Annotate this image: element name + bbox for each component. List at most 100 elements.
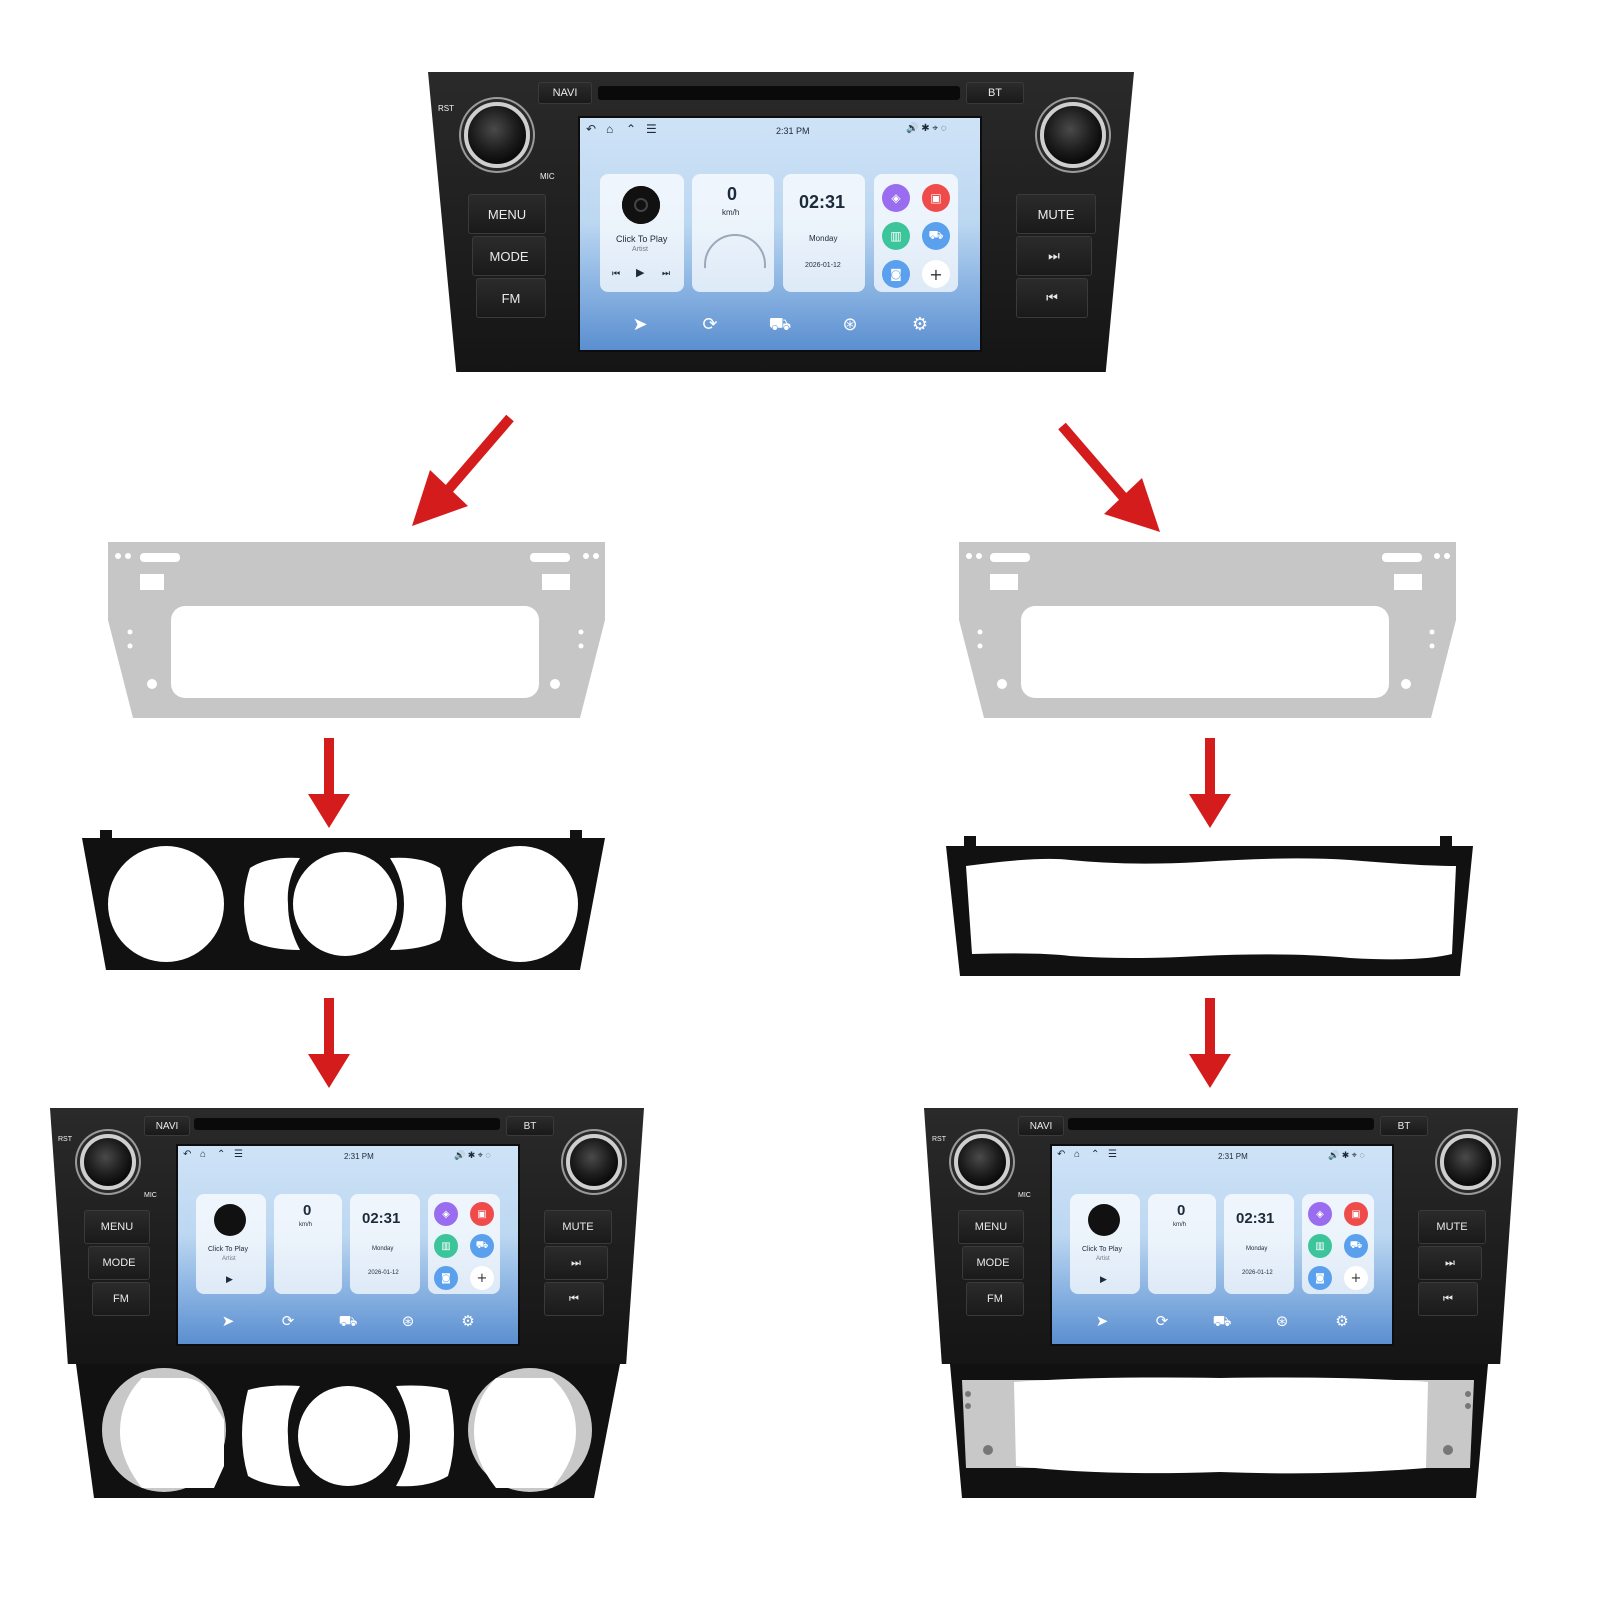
navigation-icon[interactable]: ➤ (1095, 1312, 1109, 1330)
back-icon[interactable]: ↶ (1057, 1149, 1066, 1160)
clock-time: 02:31 (1236, 1210, 1275, 1227)
menu-button[interactable]: MENU (468, 194, 546, 234)
gallery-icon[interactable]: ◈ (434, 1202, 458, 1226)
arrow-diagonal-right (1058, 422, 1160, 532)
wheel-icon[interactable]: ⊛ (842, 314, 858, 335)
carplay-icon[interactable]: ⛟ (338, 1312, 358, 1330)
settings-icon[interactable]: ⚙ (1335, 1312, 1349, 1330)
play-icon[interactable]: ▶ (636, 267, 645, 279)
speed-card: 0 km/h (692, 174, 774, 292)
equalizer-icon[interactable]: ▥ (434, 1234, 458, 1258)
bt-button[interactable]: BT (1380, 1116, 1428, 1136)
bt-button[interactable]: BT (966, 82, 1024, 104)
next-icon[interactable]: ⏭ (662, 268, 671, 278)
music-card[interactable]: Click To Play Artist ⏮ ▶ ⏭ (600, 174, 684, 292)
back-icon[interactable]: ↶ (586, 122, 597, 136)
fm-button[interactable]: FM (476, 278, 546, 318)
menu-icon[interactable]: ☰ (1108, 1149, 1117, 1160)
climate-frame-manual (82, 830, 605, 970)
up-icon[interactable]: ⌃ (217, 1149, 226, 1160)
car-icon[interactable]: ⛟ (1344, 1234, 1368, 1258)
volume-knob[interactable] (954, 1134, 1010, 1190)
car-icon[interactable]: ⛟ (922, 222, 950, 250)
menu-icon[interactable]: ☰ (646, 122, 657, 136)
navi-button[interactable]: NAVI (1018, 1116, 1064, 1136)
video-icon[interactable]: ▣ (922, 184, 950, 212)
back-icon[interactable]: ↶ (183, 1149, 192, 1160)
camera-icon[interactable]: ◙ (434, 1266, 458, 1290)
equalizer-icon[interactable]: ▥ (882, 222, 910, 250)
music-artist: Artist (1096, 1256, 1110, 1262)
video-icon[interactable]: ▣ (470, 1202, 494, 1226)
wheel-icon[interactable]: ⊛ (401, 1312, 415, 1330)
menu-button[interactable]: MENU (84, 1210, 150, 1244)
settings-icon[interactable]: ⚙ (911, 314, 929, 335)
up-icon[interactable]: ⌃ (1091, 1149, 1100, 1160)
mute-button[interactable]: MUTE (1016, 194, 1096, 234)
home-icon[interactable]: ⌂ (1074, 1149, 1081, 1160)
add-icon[interactable]: + (922, 260, 950, 288)
next-track-button[interactable]: ⏭ (544, 1246, 608, 1280)
gallery-icon[interactable]: ◈ (882, 184, 910, 212)
music-card[interactable]: Click To Play Artist ▶ (196, 1194, 266, 1294)
music-card[interactable]: Click To Play Artist ▶ (1070, 1194, 1140, 1294)
prev-track-button[interactable]: ⏮ (1016, 278, 1088, 318)
next-track-button[interactable]: ⏭ (1418, 1246, 1482, 1280)
carplay-icon[interactable]: ⛟ (768, 314, 792, 335)
speed-card: 0 km/h (1148, 1194, 1216, 1294)
rst-label: RST (932, 1136, 946, 1143)
prev-icon[interactable]: ⏮ (612, 268, 621, 278)
next-track-button[interactable]: ⏭ (1016, 236, 1092, 276)
screen[interactable]: ↶ ⌂ ⌃ ☰ 2:31 PM 🔊 ✱ ⌖ ◌ Click To Play Ar… (1050, 1144, 1394, 1346)
add-icon[interactable]: + (470, 1266, 494, 1290)
navi-button[interactable]: NAVI (538, 82, 592, 104)
speed-unit: km/h (299, 1222, 313, 1228)
play-circle-icon[interactable]: ⟳ (702, 314, 718, 335)
fm-button[interactable]: FM (966, 1282, 1024, 1316)
play-icon[interactable]: ▶ (1100, 1274, 1107, 1284)
clock-card: 02:31 Monday 2026-01-12 (783, 174, 865, 292)
screen[interactable]: ↶ ⌂ ⌃ ☰ 2:31 PM 🔊 ✱ ⌖ ◌ Click To Play Ar… (578, 116, 982, 352)
navigation-icon[interactable]: ➤ (632, 314, 648, 335)
bt-button[interactable]: BT (506, 1116, 554, 1136)
carplay-icon[interactable]: ⛟ (1212, 1312, 1232, 1330)
prev-track-button[interactable]: ⏮ (544, 1282, 604, 1316)
settings-icon[interactable]: ⚙ (461, 1312, 475, 1330)
play-icon[interactable]: ▶ (226, 1274, 233, 1284)
screen[interactable]: ↶ ⌂ ⌃ ☰ 2:31 PM 🔊 ✱ ⌖ ◌ Click To Play Ar… (176, 1144, 520, 1346)
apps-card: ◈ ▣ ▥ ⛟ ◙ + (428, 1194, 500, 1294)
status-icons: 🔊 ✱ ⌖ ◌ (454, 1150, 491, 1160)
home-icon[interactable]: ⌂ (200, 1149, 207, 1160)
wheel-icon[interactable]: ⊛ (1275, 1312, 1289, 1330)
mode-button[interactable]: MODE (88, 1246, 150, 1280)
mute-button[interactable]: MUTE (544, 1210, 612, 1244)
gallery-icon[interactable]: ◈ (1308, 1202, 1332, 1226)
play-circle-icon[interactable]: ⟳ (1155, 1312, 1169, 1330)
volume-knob[interactable] (464, 102, 530, 168)
status-time: 2:31 PM (1218, 1152, 1248, 1161)
vinyl-icon (214, 1204, 246, 1236)
camera-icon[interactable]: ◙ (1308, 1266, 1332, 1290)
tune-knob[interactable] (1440, 1134, 1496, 1190)
navigation-icon[interactable]: ➤ (221, 1312, 235, 1330)
menu-button[interactable]: MENU (958, 1210, 1024, 1244)
prev-track-button[interactable]: ⏮ (1418, 1282, 1478, 1316)
arrow-down-right-2 (1189, 998, 1231, 1088)
mode-button[interactable]: MODE (962, 1246, 1024, 1280)
up-icon[interactable]: ⌃ (626, 122, 637, 136)
mute-button[interactable]: MUTE (1418, 1210, 1486, 1244)
tune-knob[interactable] (1040, 102, 1106, 168)
navi-button[interactable]: NAVI (144, 1116, 190, 1136)
camera-icon[interactable]: ◙ (882, 260, 910, 288)
car-icon[interactable]: ⛟ (470, 1234, 494, 1258)
add-icon[interactable]: + (1344, 1266, 1368, 1290)
mode-button[interactable]: MODE (472, 236, 546, 276)
fm-button[interactable]: FM (92, 1282, 150, 1316)
menu-icon[interactable]: ☰ (234, 1149, 243, 1160)
play-circle-icon[interactable]: ⟳ (281, 1312, 295, 1330)
video-icon[interactable]: ▣ (1344, 1202, 1368, 1226)
volume-knob[interactable] (80, 1134, 136, 1190)
tune-knob[interactable] (566, 1134, 622, 1190)
home-icon[interactable]: ⌂ (606, 122, 614, 136)
equalizer-icon[interactable]: ▥ (1308, 1234, 1332, 1258)
